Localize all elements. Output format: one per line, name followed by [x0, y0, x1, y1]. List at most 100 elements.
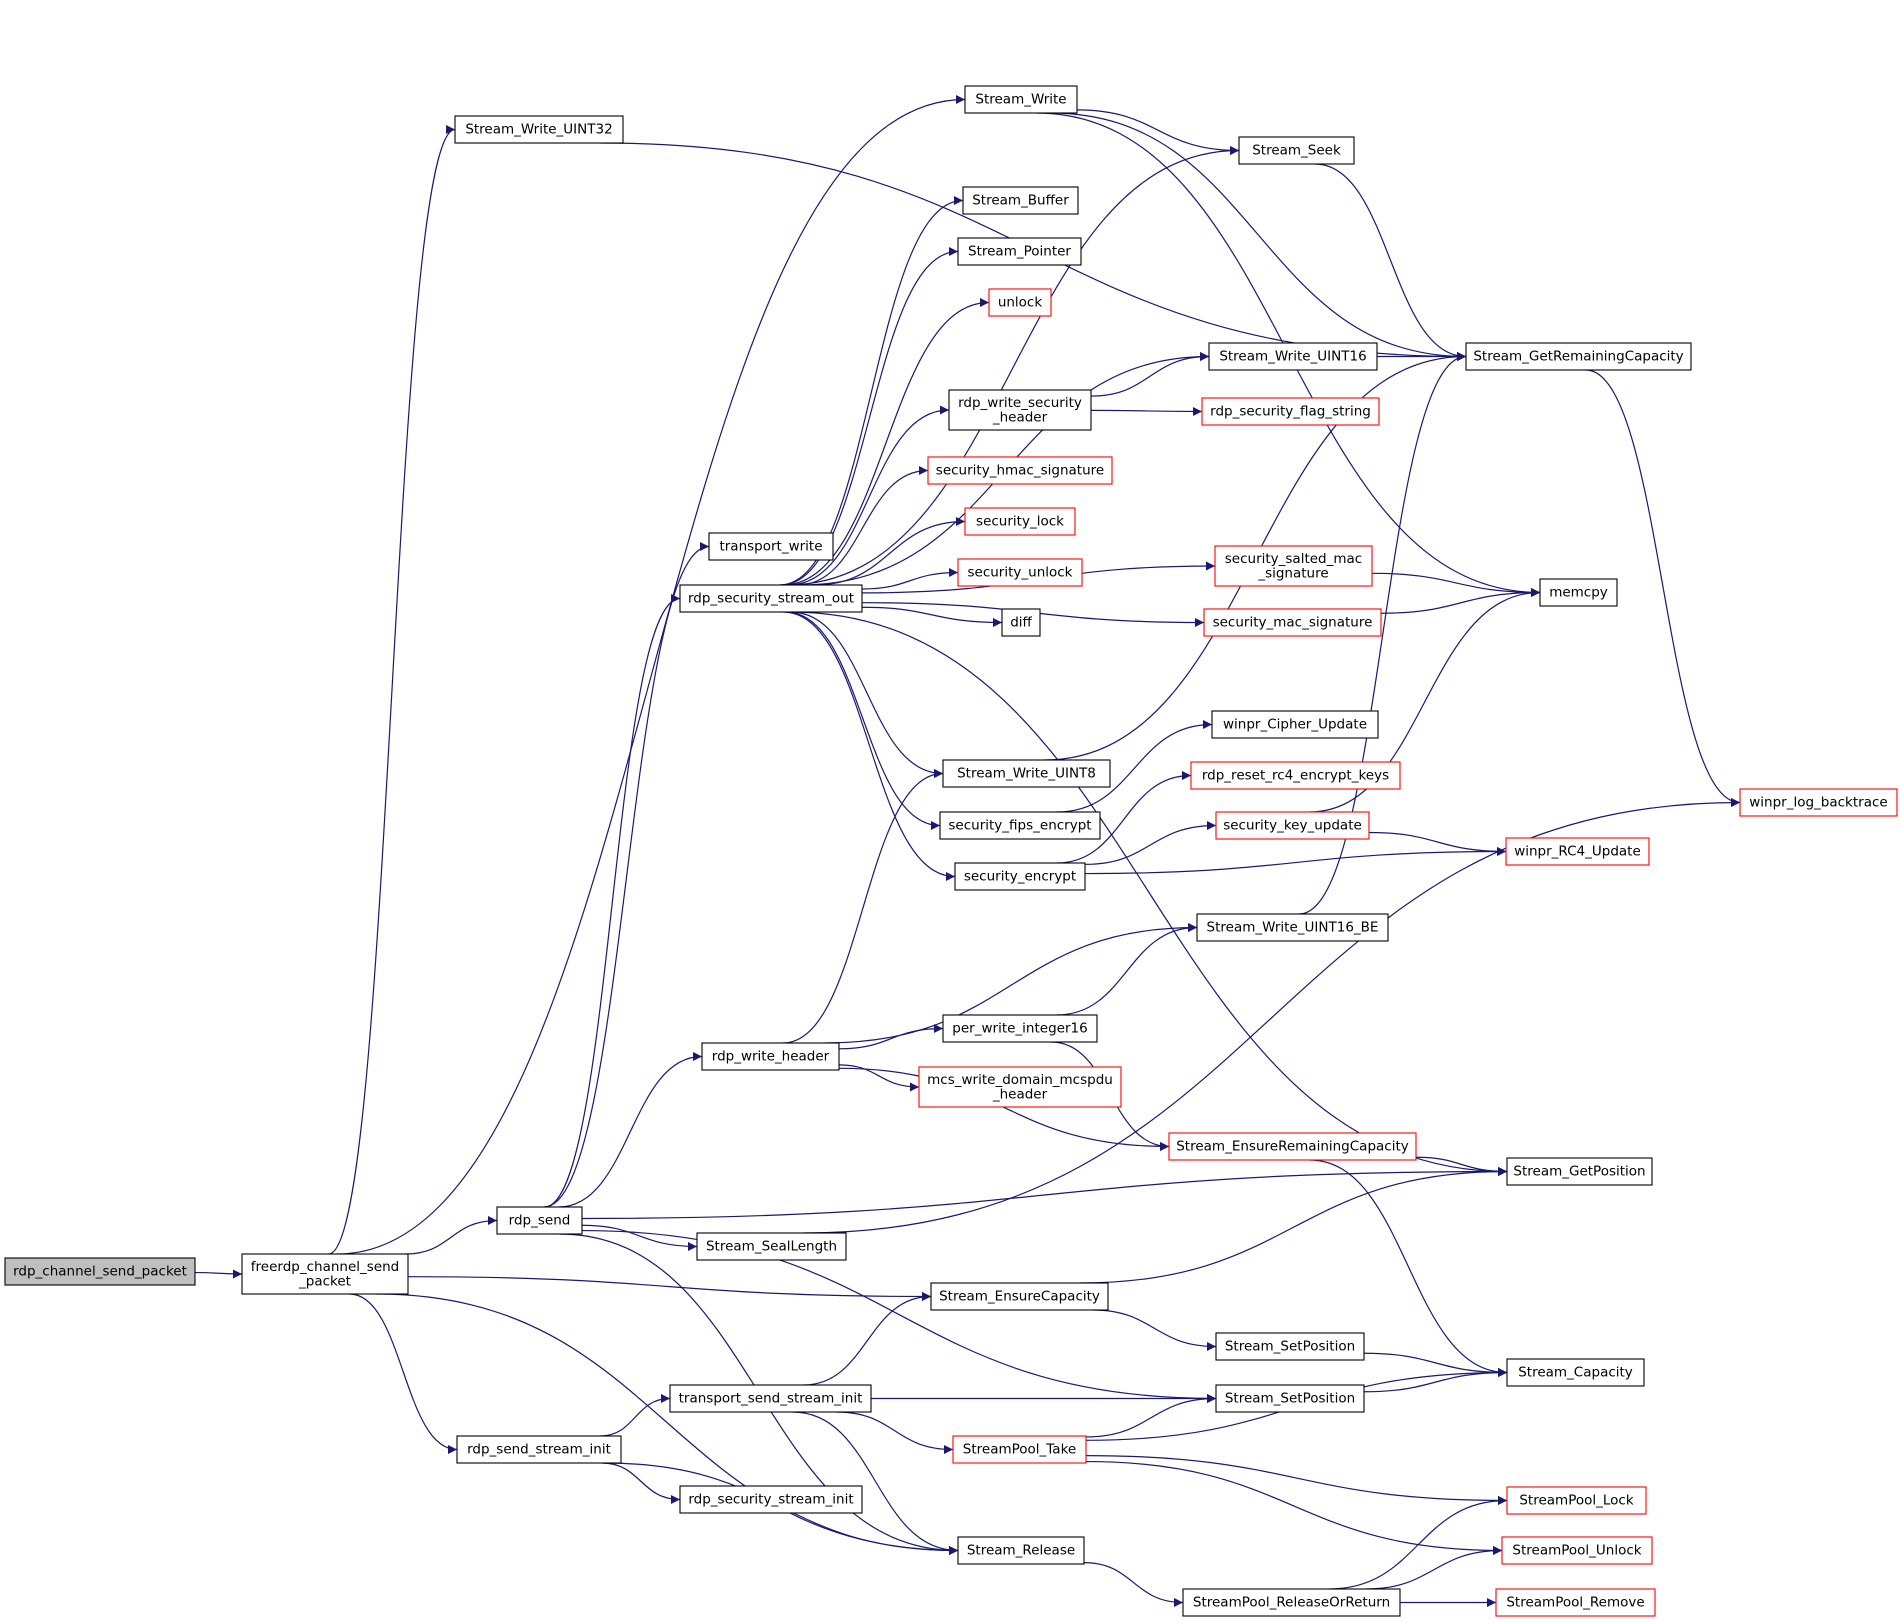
- node-stream-ensurecapacity[interactable]: Stream_EnsureCapacity: [930, 1282, 1109, 1311]
- node-unlock[interactable]: unlock: [988, 288, 1052, 317]
- edge-freerdp-channel-send-packet-to-rdp-send: [405, 1216, 498, 1255]
- node-box: [1215, 1384, 1365, 1413]
- node-rdp-security-stream-init[interactable]: rdp_security_stream_init: [679, 1485, 863, 1514]
- node-label: rdp_write_security: [958, 395, 1082, 411]
- node-box: [957, 558, 1083, 587]
- node-label: security_encrypt: [964, 869, 1076, 885]
- node-security-fips-encrypt[interactable]: security_fips_encrypt: [939, 811, 1101, 840]
- node-stream-write-uint8[interactable]: Stream_Write_UINT8: [942, 759, 1111, 788]
- node-security-key-update[interactable]: security_key_update: [1215, 811, 1370, 840]
- node-label: unlock: [998, 295, 1043, 311]
- node-rdp-send-stream-init[interactable]: rdp_send_stream_init: [456, 1435, 622, 1464]
- node-stream-capacity[interactable]: Stream_Capacity: [1506, 1358, 1645, 1387]
- nodes-layer: rdp_channel_send_packet freerdp_channel_s…: [4, 85, 1898, 1617]
- node-label: winpr_RC4_Update: [1514, 844, 1641, 860]
- node-security-hmac-signature[interactable]: security_hmac_signature: [927, 456, 1113, 485]
- edge-rdp-send-to-stream-setposition: [581, 1229, 1217, 1403]
- node-stream-write-uint32[interactable]: Stream_Write_UINT32: [454, 115, 624, 144]
- node-streampool-take[interactable]: StreamPool_Take: [952, 1435, 1087, 1464]
- edge-rdp-channel-send-packet-to-freerdp-channel-send-packet: [194, 1269, 243, 1279]
- node-box: [957, 237, 1082, 266]
- node-winpr-rc4-update[interactable]: winpr_RC4_Update: [1505, 837, 1650, 866]
- node-label: diff: [1010, 615, 1032, 631]
- node-label: rdp_security_flag_string: [1210, 404, 1371, 420]
- node-label: Stream_EnsureCapacity: [939, 1289, 1100, 1305]
- node-diff[interactable]: diff: [1001, 608, 1041, 637]
- node-label: rdp_reset_rc4_encrypt_keys: [1202, 768, 1389, 784]
- edge-rdp-send-stream-init-to-transport-send-stream-init: [600, 1394, 671, 1437]
- node-box: [952, 1435, 1087, 1464]
- node-label: security_mac_signature: [1213, 615, 1373, 631]
- node-stream-buffer[interactable]: Stream_Buffer: [962, 186, 1079, 215]
- node-box: [1001, 608, 1041, 637]
- edge-freerdp-channel-send-packet-to-stream-release: [375, 1293, 959, 1555]
- node-box: [1211, 710, 1379, 739]
- node-box: [1506, 1157, 1653, 1186]
- node-streampool-unlock[interactable]: StreamPool_Unlock: [1501, 1536, 1653, 1565]
- node-label: Stream_SetPosition: [1225, 1339, 1355, 1355]
- node-stream-write[interactable]: Stream_Write: [964, 85, 1078, 114]
- node-stream-seallength[interactable]: Stream_SealLength: [696, 1232, 847, 1261]
- node-box: [1506, 1486, 1647, 1515]
- edge-rdp-write-header-to-stream-write-uint16-be: [825, 923, 1198, 1044]
- edge-rdp-security-stream-out-to-stream-pointer: [780, 247, 959, 586]
- node-stream-write-uint16[interactable]: Stream_Write_UINT16: [1208, 342, 1378, 371]
- node-security-encrypt[interactable]: security_encrypt: [954, 862, 1086, 891]
- node-box: [1168, 1132, 1417, 1161]
- node-per-write-integer16[interactable]: per_write_integer16: [942, 1014, 1098, 1043]
- edge-security-encrypt-to-security-key-update: [1084, 821, 1217, 865]
- node-rdp-security-stream-out[interactable]: rdp_security_stream_out: [679, 584, 863, 613]
- node-transport-send-stream-init[interactable]: transport_send_stream_init: [669, 1384, 872, 1413]
- node-rdp-write-header[interactable]: rdp_write_header: [701, 1042, 840, 1071]
- node-security-salted-mac-signature[interactable]: security_salted_mac_signature: [1214, 545, 1373, 587]
- node-memcpy[interactable]: memcpy: [1539, 578, 1618, 607]
- edge-security-fips-encrypt-to-winpr-cipher-update: [1056, 720, 1213, 813]
- node-streampool-releaseorreturn[interactable]: StreamPool_ReleaseOrReturn: [1182, 1588, 1401, 1617]
- node-mcs-write-domain-mcspdu-header[interactable]: mcs_write_domain_mcspdu_header: [918, 1066, 1122, 1108]
- node-streampool-remove[interactable]: StreamPool_Remove: [1495, 1588, 1656, 1617]
- edge-rdp-send-to-transport-write: [544, 542, 710, 1208]
- node-rdp-channel-send-packet[interactable]: rdp_channel_send_packet: [4, 1257, 196, 1286]
- node-stream-getposition[interactable]: Stream_GetPosition: [1506, 1157, 1653, 1186]
- node-stream-release[interactable]: Stream_Release: [957, 1536, 1085, 1565]
- edge-stream-ensureremainingcapacity-to-stream-getposition: [1415, 1156, 1508, 1176]
- node-stream-seek[interactable]: Stream_Seek: [1238, 136, 1355, 165]
- node-stream-write-uint16-be[interactable]: Stream_Write_UINT16_BE: [1196, 913, 1389, 942]
- edge-rdp-security-stream-out-to-stream-buffer: [779, 196, 964, 586]
- node-stream-ensureremainingcapacity[interactable]: Stream_EnsureRemainingCapacity: [1168, 1132, 1417, 1161]
- node-security-unlock[interactable]: security_unlock: [957, 558, 1083, 587]
- node-stream-setposition[interactable]: Stream_SetPosition: [1215, 1384, 1365, 1413]
- node-stream-pointer[interactable]: Stream_Pointer: [957, 237, 1082, 266]
- node-label: winpr_log_backtrace: [1749, 795, 1887, 811]
- node-stream-getremainingcapacity[interactable]: Stream_GetRemainingCapacity: [1465, 342, 1692, 371]
- node-box: [1214, 545, 1373, 587]
- node-label: security_key_update: [1223, 818, 1362, 834]
- node-box: [679, 584, 863, 613]
- node-label: StreamPool_Remove: [1506, 1595, 1644, 1611]
- node-label: Stream_GetPosition: [1513, 1164, 1645, 1180]
- edge-stream-getremainingcapacity-to-winpr-log-backtrace: [1585, 369, 1741, 807]
- edge-streampool-take-to-streampool-unlock: [1085, 1460, 1503, 1555]
- edge-rdp-security-stream-out-to-rdp-write-security-header: [788, 405, 950, 586]
- edge-stream-seallength-to-winpr-log-backtrace: [803, 798, 1741, 1234]
- node-security-mac-signature[interactable]: security_mac_signature: [1203, 608, 1382, 637]
- node-rdp-send[interactable]: rdp_send: [496, 1206, 583, 1235]
- node-streampool-lock[interactable]: StreamPool_Lock: [1506, 1486, 1647, 1515]
- node-security-lock[interactable]: security_lock: [964, 507, 1076, 536]
- edge-security-mac-signature-to-memcpy: [1380, 588, 1541, 614]
- node-box: [496, 1206, 583, 1235]
- node-rdp-security-flag-string[interactable]: rdp_security_flag_string: [1201, 397, 1380, 426]
- edge-rdp-send-to-rdp-write-header: [558, 1052, 703, 1208]
- node-winpr-log-backtrace[interactable]: winpr_log_backtrace: [1739, 788, 1898, 817]
- node-label: transport_send_stream_init: [679, 1391, 863, 1407]
- node-label: Stream_GetRemainingCapacity: [1473, 349, 1683, 365]
- node-winpr-cipher-update[interactable]: winpr_Cipher_Update: [1211, 710, 1379, 739]
- node-rdp-reset-rc4-encrypt-keys[interactable]: rdp_reset_rc4_encrypt_keys: [1190, 761, 1401, 790]
- edge-rdp-send-stream-init-to-rdp-security-stream-init: [601, 1462, 681, 1504]
- node-stream-setposition[interactable]: Stream_SetPosition: [1215, 1332, 1365, 1361]
- node-freerdp-channel-send-packet[interactable]: freerdp_channel_send_packet: [241, 1253, 409, 1295]
- node-rdp-write-security-header[interactable]: rdp_write_security_header: [948, 389, 1092, 431]
- node-transport-write[interactable]: transport_write: [708, 532, 834, 561]
- node-label: security_fips_encrypt: [948, 818, 1091, 834]
- node-label: security_unlock: [967, 565, 1072, 581]
